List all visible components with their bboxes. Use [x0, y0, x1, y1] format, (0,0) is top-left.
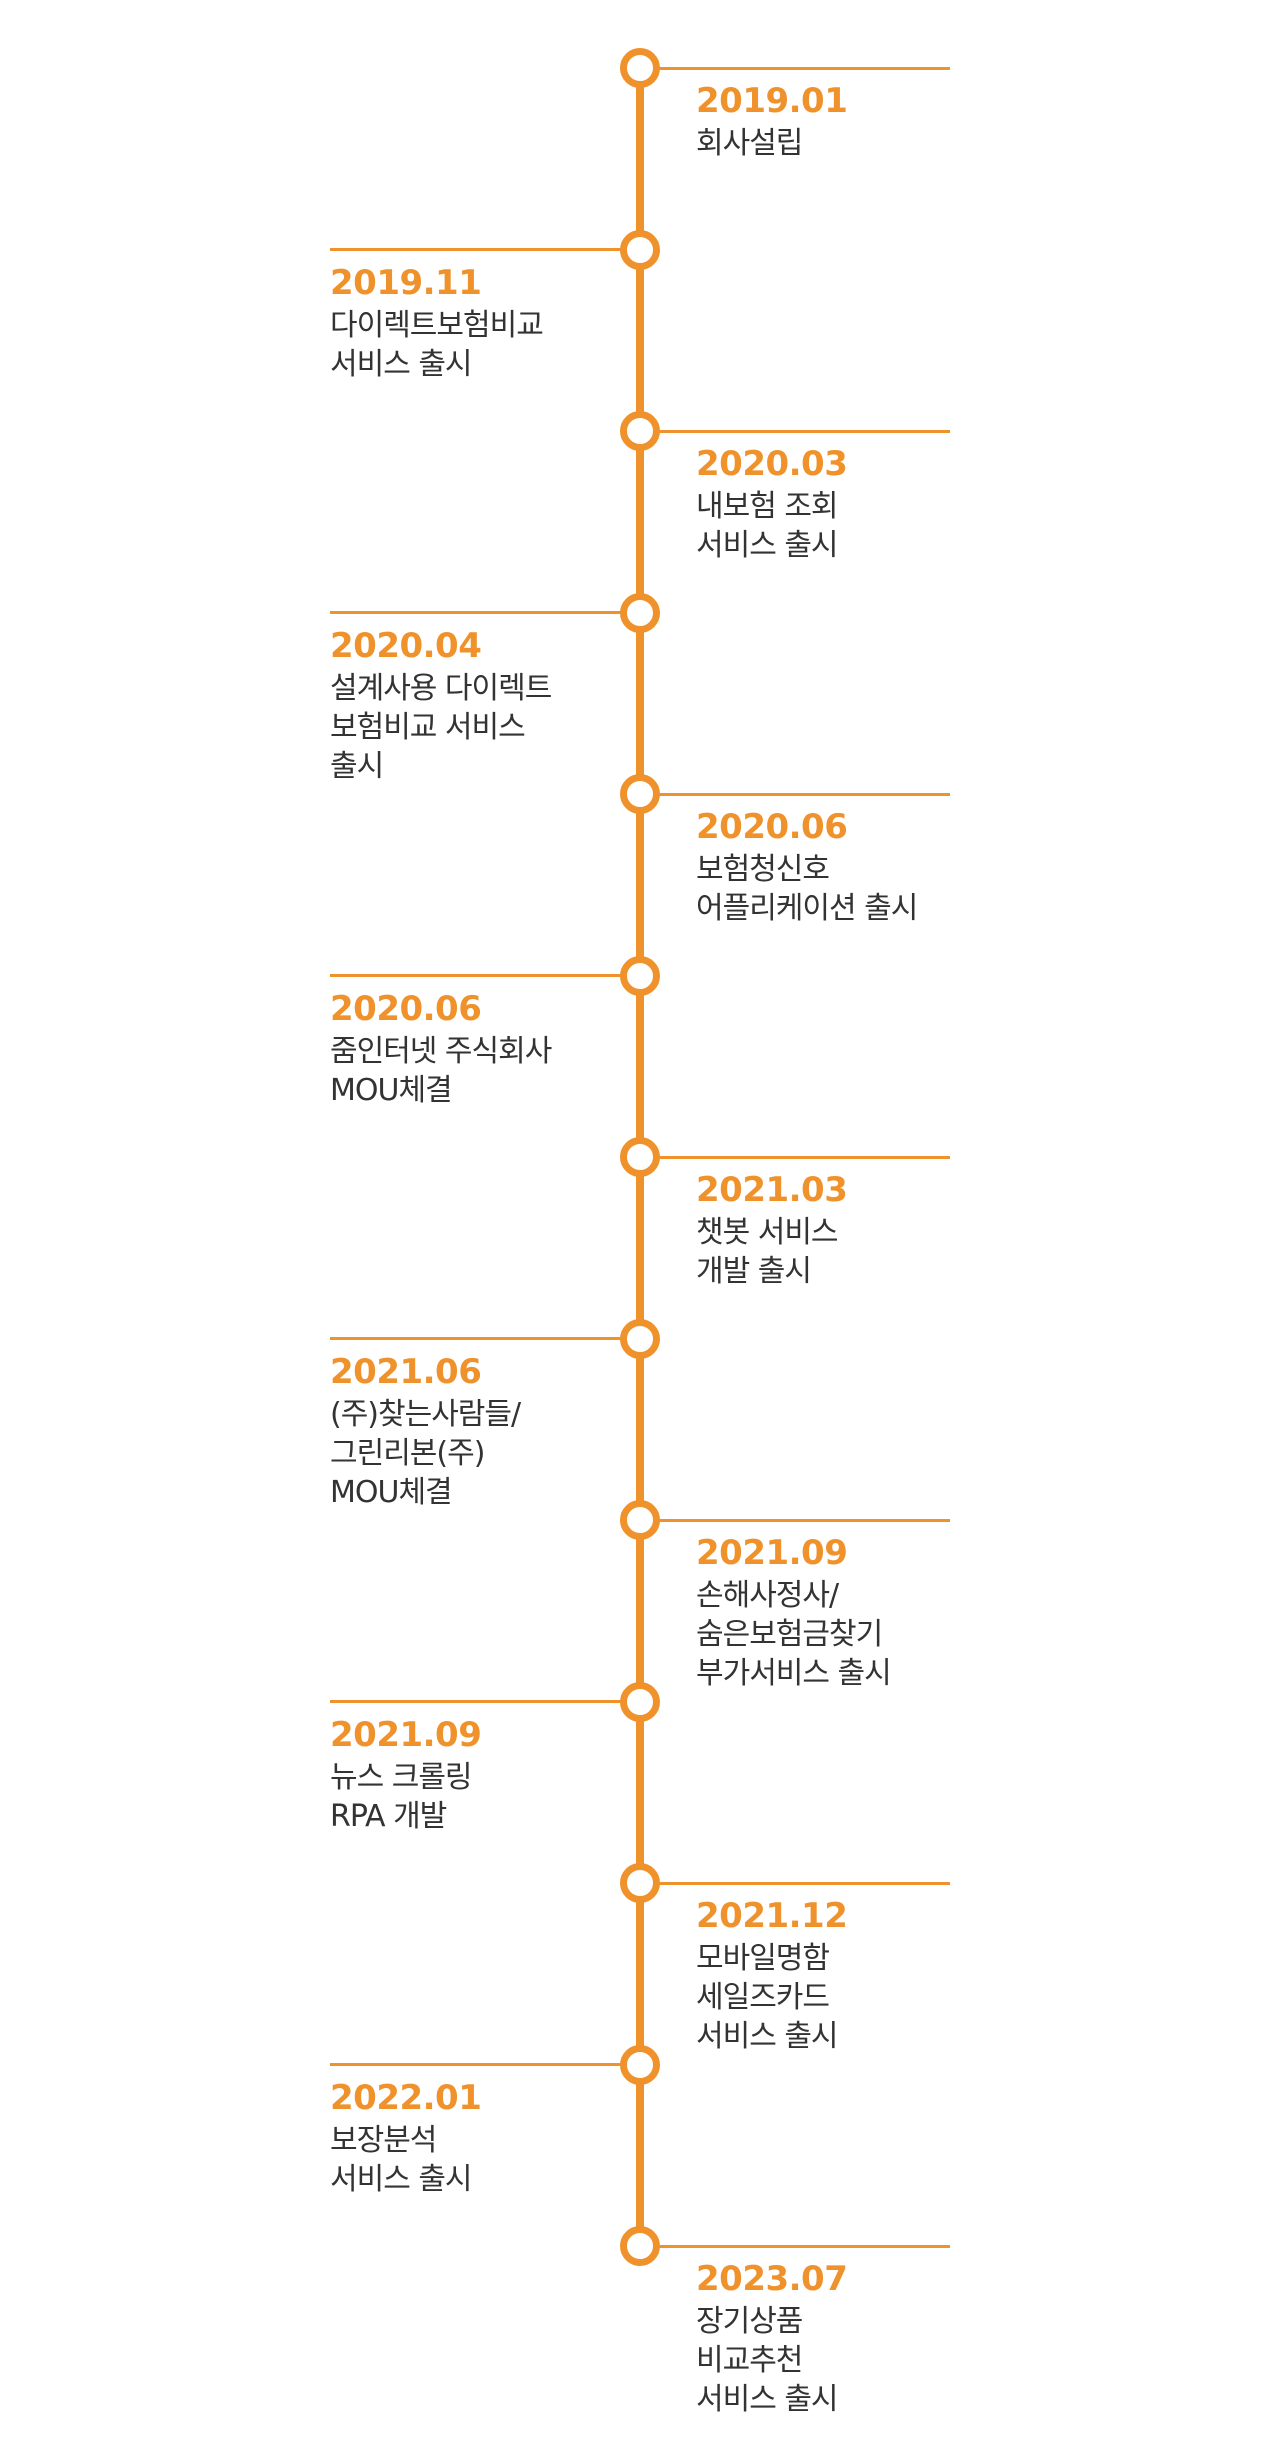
timeline-node	[620, 774, 660, 814]
timeline-description-line: 보장분석	[330, 2122, 437, 2158]
timeline-connector	[330, 974, 640, 977]
timeline-description-line: 그린리본(주)	[330, 1435, 485, 1471]
timeline-connector	[640, 66, 950, 70]
timeline-entry: 2019.01 회사설립	[696, 78, 996, 163]
timeline-description-line: 다이렉트보험비교	[330, 307, 544, 343]
timeline-node	[620, 2226, 660, 2266]
timeline-node	[620, 2044, 660, 2085]
timeline-node	[620, 1681, 660, 1722]
timeline-connector	[330, 1700, 640, 1703]
timeline-description-line: 줌인터넷 주식회사	[330, 1033, 552, 1069]
timeline-description-line: 설계사용 다이렉트	[330, 670, 552, 706]
timeline-node	[620, 592, 660, 633]
timeline-description-line: MOU체결	[330, 1474, 453, 1510]
timeline-node	[620, 1500, 660, 1540]
timeline-date: 2021.09	[696, 1533, 848, 1573]
timeline-description-line: 어플리케이션 출시	[696, 891, 918, 926]
timeline-connector	[330, 248, 640, 251]
timeline-node	[620, 229, 660, 270]
timeline-description-line: 손해사정사/	[696, 1578, 839, 1613]
timeline-description-line: 서비스 출시	[330, 346, 473, 382]
timeline-date: 2021.12	[696, 1896, 848, 1936]
timeline-description: 회사설립	[696, 124, 996, 163]
timeline-node	[620, 1318, 660, 1359]
timeline-entry: 2021.06(주)찾는사람들/그린리본(주)MOU체결	[330, 1349, 630, 1512]
timeline-connector	[330, 2063, 640, 2066]
timeline-connector	[640, 792, 950, 796]
timeline-date: 2020.04	[330, 625, 482, 666]
timeline-date: 2020.06	[696, 807, 848, 847]
timeline-date: 2021.06	[330, 1351, 482, 1392]
timeline-connector	[640, 429, 950, 433]
timeline-date: 2019.11	[330, 262, 482, 303]
timeline-date: 2020.03	[696, 444, 848, 484]
timeline-description-line: 개발 출시	[696, 1254, 812, 1289]
timeline-description-line: 서비스 출시	[696, 528, 839, 563]
timeline-connector	[640, 1881, 950, 1885]
timeline-description-line: 보험청신호	[696, 852, 830, 887]
timeline-date: 2023.07	[696, 2259, 848, 2299]
timeline-description-line: 서비스 출시	[696, 2019, 839, 2054]
timeline-description: (주)찾는사람들/그린리본(주)MOU체결	[330, 1395, 630, 1512]
timeline-connector	[640, 1518, 950, 1522]
timeline-description-line: MOU체결	[330, 1072, 453, 1108]
timeline-date: 2019.01	[696, 81, 848, 121]
timeline-description-line: 뉴스 크롤링	[330, 1759, 473, 1795]
timeline-connector	[640, 2244, 950, 2248]
timeline-description-line: 출시	[330, 748, 384, 784]
timeline-description-line: 회사설립	[696, 126, 803, 161]
timeline-description-line: 서비스 출시	[696, 2382, 839, 2417]
timeline-description-line: 챗봇 서비스	[696, 1215, 839, 1250]
timeline-node	[620, 1863, 660, 1903]
timeline-node	[620, 411, 660, 451]
timeline-date: 2020.06	[330, 988, 482, 1029]
timeline-description-line: 세일즈카드	[696, 1980, 830, 2015]
timeline-description-line: 내보험 조회	[696, 489, 839, 524]
timeline-node	[620, 955, 660, 996]
timeline-description-line: (주)찾는사람들/	[330, 1396, 521, 1432]
timeline-description-line: 숨은보험금찾기	[696, 1617, 883, 1652]
timeline-description-line: RPA 개발	[330, 1798, 447, 1834]
timeline-connector	[330, 1337, 640, 1340]
timeline-description-line: 보험비교 서비스	[330, 709, 526, 745]
timeline-date: 2022.01	[330, 2077, 482, 2118]
timeline-node	[620, 48, 660, 88]
timeline-description-line: 장기상품	[696, 2304, 803, 2339]
timeline-date: 2021.03	[696, 1170, 848, 1210]
timeline-connector	[640, 1155, 950, 1159]
timeline-description-line: 모바일명함	[696, 1941, 830, 1976]
timeline-date: 2021.09	[330, 1714, 482, 1755]
timeline-connector	[330, 611, 640, 614]
timeline-description-line: 서비스 출시	[330, 2161, 473, 2197]
timeline-description-line: 비교추천	[696, 2343, 803, 2378]
timeline-description-line: 부가서비스 출시	[696, 1656, 892, 1691]
timeline-node	[620, 1137, 660, 1177]
